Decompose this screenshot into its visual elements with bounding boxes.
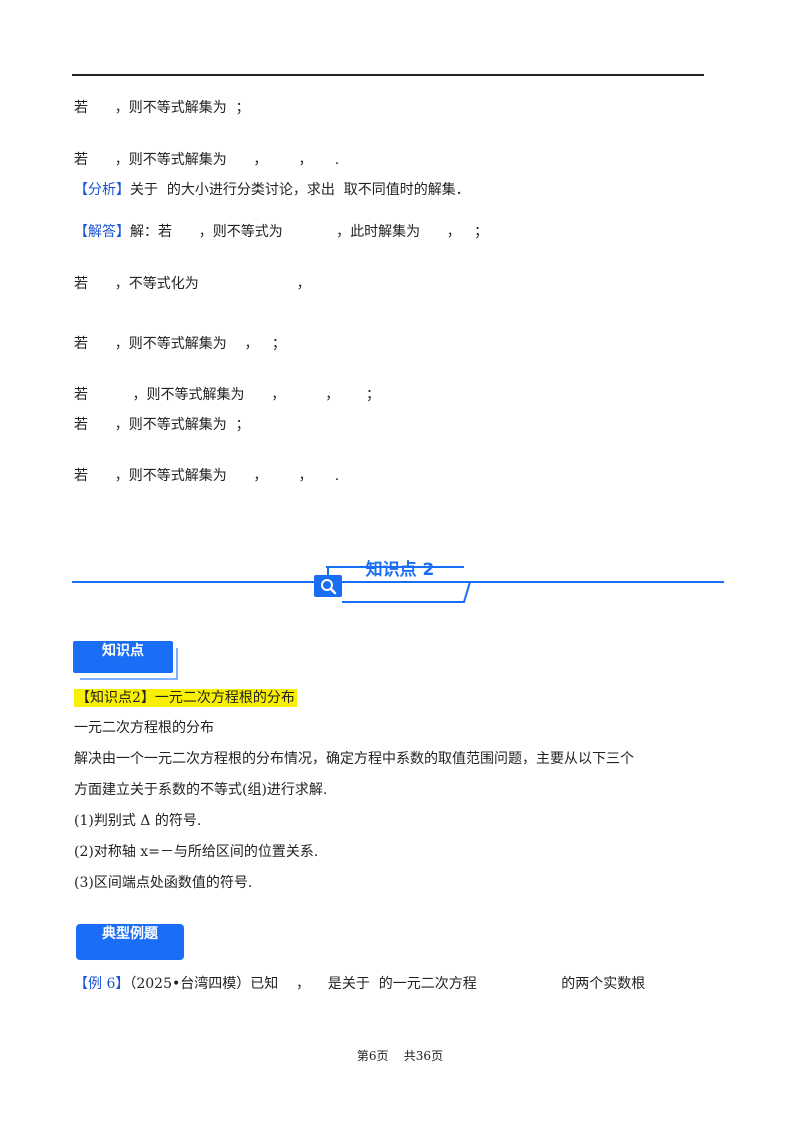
top-rule (72, 74, 704, 76)
text-line: 若 ，则不等式解集为 ， ， ； (74, 387, 380, 403)
kp-heading: 【知识点2】一元二次方程根的分布 (74, 688, 297, 708)
text-line: 若 ，不等式化为 ， (74, 276, 311, 292)
kp-heading-text: 【知识点2】一元二次方程根的分布 (74, 689, 297, 707)
analysis-line: 【分析】关于 的大小进行分类讨论，求出 取不同值时的解集． (74, 180, 470, 200)
answer-line: 【解答】解：若 ，则不等式为 ，此时解集为 ， ； (74, 222, 488, 242)
knowledge-label: 知识点 (73, 641, 173, 673)
section-title: 知识点 2 (365, 560, 435, 580)
search-badge (314, 575, 342, 597)
text-line: 若 ，则不等式解集为 ； (74, 417, 250, 433)
kp-paragraph: 解决由一个一元二次方程根的分布情况，确定方程中系数的取值范围问题，主要从以下三个 (74, 751, 634, 767)
kp-paragraph: 一元二次方程根的分布 (74, 720, 214, 736)
text-line: 若 ，则不等式解集为 ， ， . (74, 152, 340, 168)
kp-item: (2)对称轴 x=－与所给区间的位置关系. (74, 844, 319, 860)
analysis-tag: 【分析】 (74, 182, 130, 198)
page-footer: 第6页 共36页 (356, 1049, 444, 1063)
banner-line-left (72, 581, 314, 583)
answer-tag: 【解答】 (74, 224, 130, 240)
search-icon (321, 579, 337, 595)
example-label: 典型例题 (76, 924, 184, 960)
example-text: （2025•台湾四模）已知 ， 是关于 的一元二次方程 的两个实数根 (129, 976, 646, 992)
text-line: 若 ，则不等式解集为 ， ， . (74, 468, 340, 484)
label-shadow (80, 648, 178, 680)
kp-item: (1)判别式 Δ 的符号. (74, 813, 202, 829)
text-line: 若 ，则不等式解集为 ， ； (74, 336, 286, 352)
answer-text: 解：若 ，则不等式为 ，此时解集为 ， ； (130, 224, 489, 240)
example-tag: 【例 6】 (74, 976, 130, 992)
text-line: 若 ，则不等式解集为 ； (74, 100, 250, 116)
analysis-text: 关于 的大小进行分类讨论，求出 取不同值时的解集． (130, 182, 470, 198)
example-line: 【例 6】（2025•台湾四模）已知 ， 是关于 的一元二次方程 的两个实数根 (74, 974, 645, 994)
kp-item: (3)区间端点处函数值的符号. (74, 875, 253, 891)
banner-line-right (470, 581, 724, 583)
banner-frame (326, 566, 464, 604)
kp-paragraph: 方面建立关于系数的不等式(组)进行求解. (74, 782, 328, 798)
